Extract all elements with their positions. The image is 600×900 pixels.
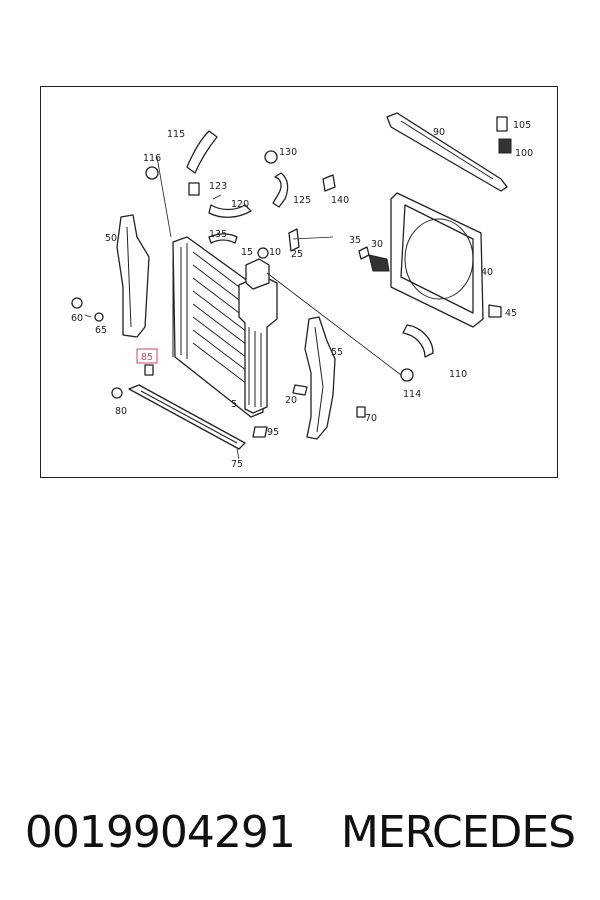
callout-50: 50 bbox=[105, 233, 117, 244]
callout-85: 85 bbox=[141, 352, 153, 363]
screw-80 bbox=[111, 387, 123, 399]
callout-15: 15 bbox=[241, 247, 253, 258]
callout-75: 75 bbox=[231, 459, 243, 470]
callout-65: 65 bbox=[95, 325, 107, 336]
bolt-60 bbox=[71, 297, 83, 309]
callout-110: 110 bbox=[449, 369, 467, 380]
callout-55: 55 bbox=[331, 347, 343, 358]
clamp-130 bbox=[264, 150, 278, 164]
callout-115: 115 bbox=[167, 129, 185, 140]
callout-10: 10 bbox=[269, 247, 281, 258]
drain-plug-20 bbox=[292, 384, 308, 396]
callout-70: 70 bbox=[365, 413, 377, 424]
callout-35: 35 bbox=[349, 235, 361, 246]
callout-25: 25 bbox=[291, 249, 303, 260]
air-duct-right bbox=[304, 316, 336, 440]
part-95 bbox=[252, 426, 268, 438]
part-85 bbox=[144, 364, 154, 376]
cap-10 bbox=[257, 247, 269, 259]
radiator bbox=[172, 236, 264, 418]
hose-135 bbox=[208, 233, 238, 244]
callout-135: 135 bbox=[209, 229, 227, 240]
callout-130: 130 bbox=[279, 147, 297, 158]
lower-seal bbox=[128, 384, 246, 450]
bolt-35 bbox=[358, 246, 370, 260]
part-number: 0019904291 bbox=[24, 806, 296, 858]
air-duct-left bbox=[116, 214, 150, 338]
hose-115 bbox=[186, 130, 218, 174]
callout-116: 116 bbox=[143, 153, 161, 164]
clip-100 bbox=[498, 138, 512, 154]
bracket-30 bbox=[368, 254, 390, 272]
clip-123 bbox=[188, 182, 200, 196]
hose-110 bbox=[402, 324, 434, 358]
upper-bracket bbox=[386, 112, 508, 192]
clip-105 bbox=[496, 116, 508, 132]
callout-105: 105 bbox=[513, 120, 531, 131]
callout-90: 90 bbox=[433, 127, 445, 138]
part-70 bbox=[356, 406, 366, 418]
hose-125 bbox=[272, 172, 289, 208]
callout-125: 125 bbox=[293, 195, 311, 206]
brand-name: MERCEDES bbox=[340, 806, 576, 858]
callout-100: 100 bbox=[515, 148, 533, 159]
callout-60: 60 bbox=[71, 313, 83, 324]
expansion-tank bbox=[238, 258, 278, 414]
callout-85-highlight-box bbox=[136, 348, 158, 364]
callout-20: 20 bbox=[285, 395, 297, 406]
fan-shroud bbox=[390, 192, 502, 328]
exploded-view-illustration: 115 116 123 130 120 125 140 135 15 10 25… bbox=[71, 112, 533, 470]
clamp-116 bbox=[145, 166, 159, 180]
callout-40: 40 bbox=[481, 267, 493, 278]
clamp-114 bbox=[400, 368, 414, 382]
callout-95: 95 bbox=[267, 427, 279, 438]
parts-diagram: 115 116 123 130 120 125 140 135 15 10 25… bbox=[40, 86, 558, 478]
sensor-25 bbox=[288, 228, 300, 252]
callout-80: 80 bbox=[115, 406, 127, 417]
callout-140: 140 bbox=[331, 195, 349, 206]
callout-120: 120 bbox=[231, 199, 249, 210]
callout-5: 5 bbox=[231, 399, 237, 410]
part-caption: 0019904291 MERCEDES bbox=[0, 800, 600, 864]
washer-65 bbox=[94, 312, 104, 322]
callout-45: 45 bbox=[505, 308, 517, 319]
callout-30: 30 bbox=[371, 239, 383, 250]
callout-114: 114 bbox=[403, 389, 421, 400]
sensor-140 bbox=[322, 174, 336, 192]
hose-120 bbox=[208, 204, 252, 218]
callout-123: 123 bbox=[209, 181, 227, 192]
